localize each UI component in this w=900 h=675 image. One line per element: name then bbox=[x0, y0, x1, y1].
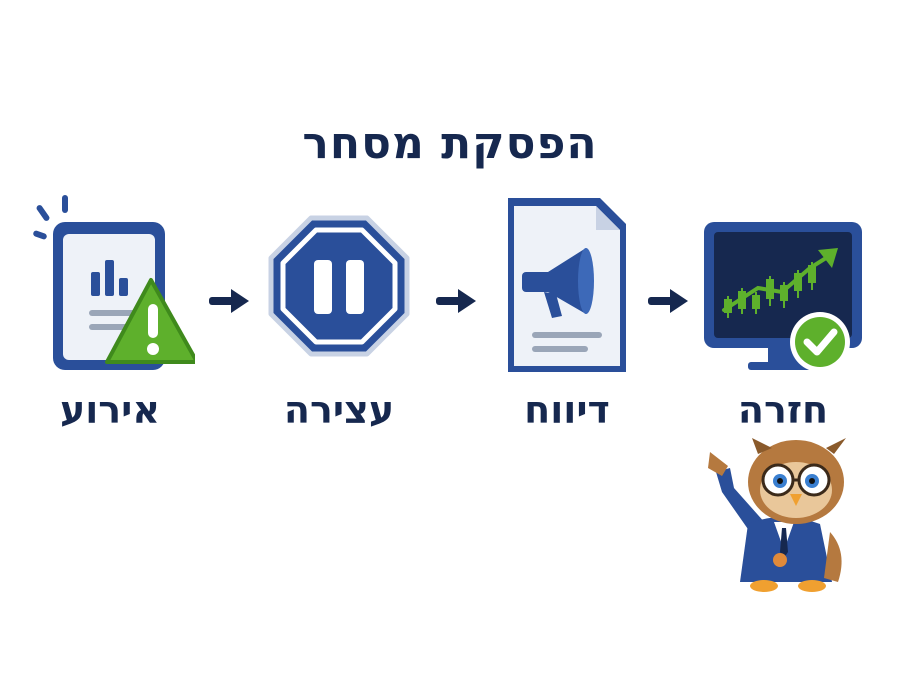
step-label: אירוע bbox=[59, 388, 161, 432]
arrow-right-icon bbox=[209, 289, 249, 313]
step-label: עצירה bbox=[283, 388, 395, 432]
diagram-title: הפסקת מסחר bbox=[302, 118, 598, 169]
owl-mascot-icon bbox=[708, 438, 846, 592]
monitor-chart-check-icon bbox=[704, 222, 862, 372]
arrow-right-icon bbox=[436, 289, 476, 313]
report-warning-icon bbox=[33, 195, 195, 370]
arrow-right-icon bbox=[648, 289, 688, 313]
step-label: דיווח bbox=[524, 388, 610, 432]
megaphone-document-icon bbox=[508, 198, 626, 372]
pause-stop-icon bbox=[268, 215, 410, 357]
step-label: חזרה bbox=[737, 388, 829, 432]
